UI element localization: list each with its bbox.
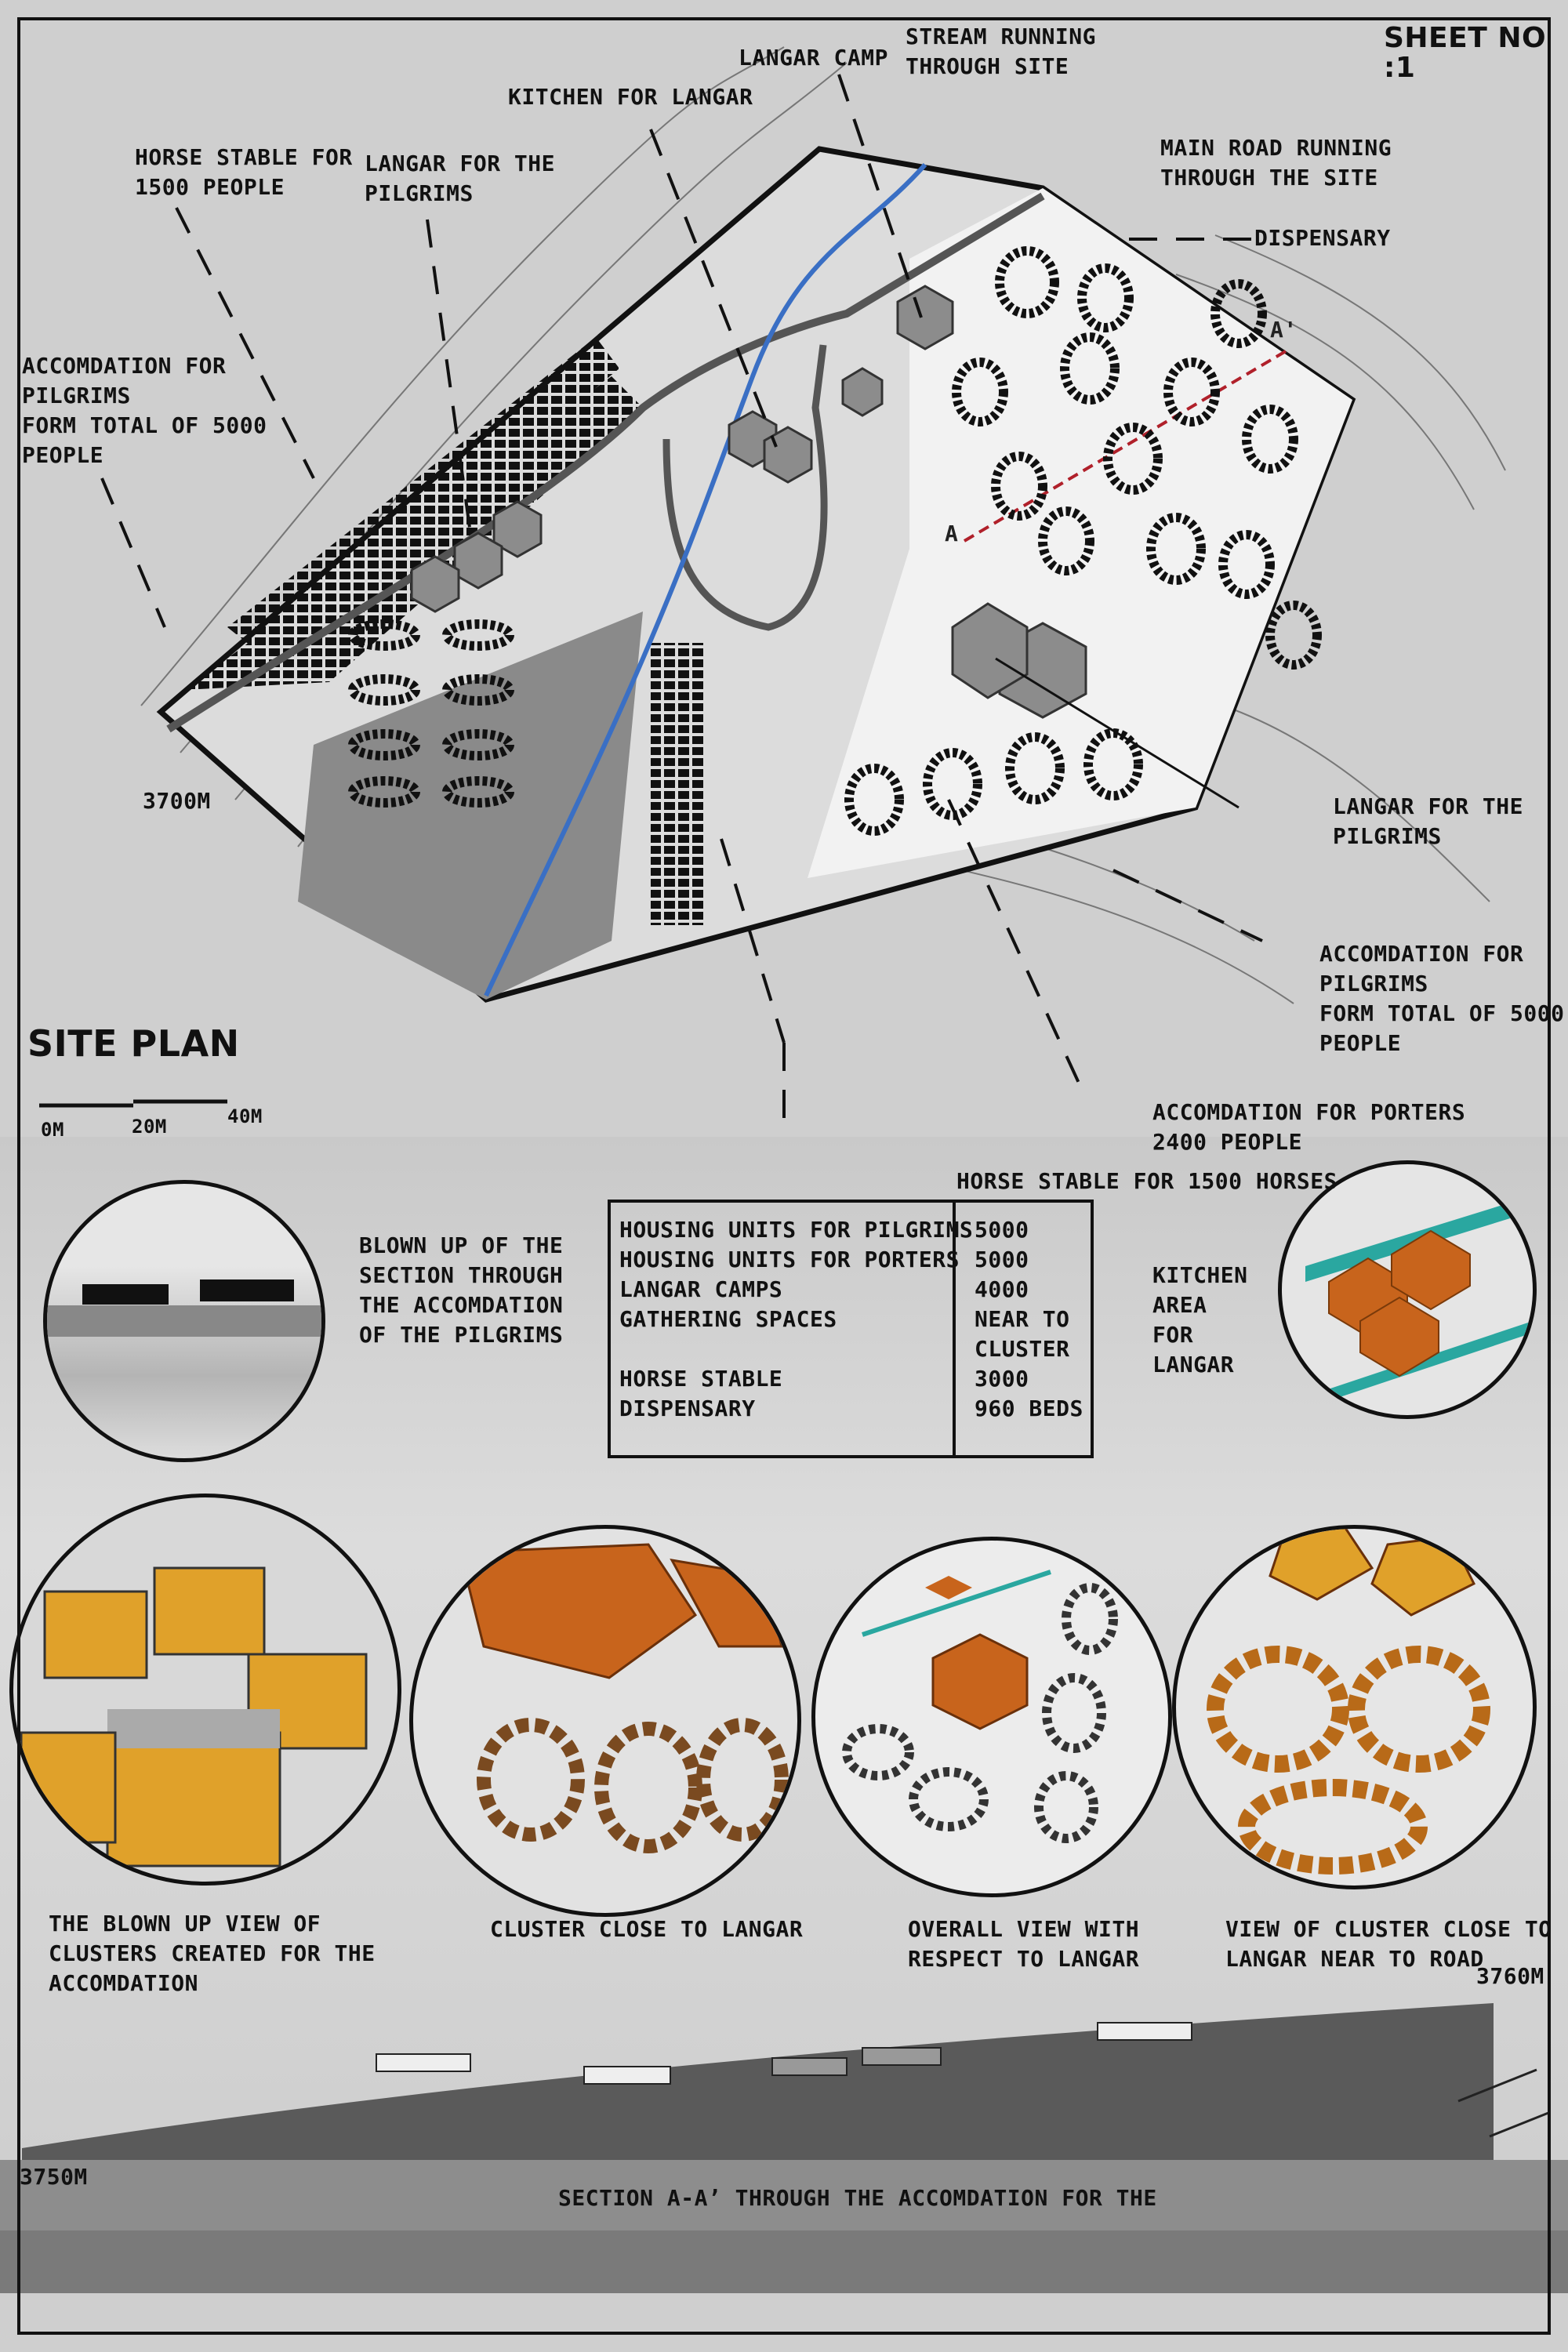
langar-right-leader (995, 657, 1240, 809)
caption-blown-cluster: THE BLOWN UP VIEW OF CLUSTERS CREATED FO… (49, 1911, 376, 1996)
blown-cluster-circle (9, 1494, 401, 1886)
label-stream: STREAM RUNNING THROUGH SITE (906, 24, 1097, 79)
sheet-frame (17, 17, 1551, 2335)
site-plan-title: SITE PLAN (27, 1022, 240, 1065)
table-items: HOUSING UNITS FOR PILGRIMS HOUSING UNITS… (619, 1217, 974, 1421)
label-langar-camp: LANGAR CAMP (739, 45, 888, 71)
leader-lines (100, 74, 1263, 1137)
label-main-road: MAIN ROAD RUNNING THROUGH THE SITE (1160, 135, 1392, 191)
caption-cluster-road: VIEW OF CLUSTER CLOSE TO LANGAR NEAR TO … (1225, 1916, 1552, 1972)
label-accom-right: ACCOMDATION FOR PILGRIMS FORM TOTAL OF 5… (1319, 941, 1565, 1056)
sheet-number: SHEET NO :1 (1384, 22, 1547, 84)
section-title: SECTION A-A’ THROUGH THE ACCOMDATION FOR… (558, 2185, 1157, 2211)
caption-overall-view: OVERALL VIEW WITH RESPECT TO LANGAR (908, 1916, 1140, 1972)
label-langar-right: LANGAR FOR THE PILGRIMS (1333, 793, 1524, 849)
kitchen-area-circle (1278, 1160, 1537, 1419)
scale-label-20: 20M (132, 1116, 167, 1138)
section-ground-band-lower (0, 2230, 1568, 2293)
label-elev-3750: 3750M (20, 2164, 88, 2190)
label-horse-stable-bottom: HORSE STABLE FOR 1500 HORSES (956, 1168, 1338, 1194)
label-langar-top: LANGAR FOR THE PILGRIMS (365, 151, 556, 206)
label-dispensary: DISPENSARY (1254, 225, 1391, 251)
label-accom-left: ACCOMDATION FOR PILGRIMS FORM TOTAL OF 5… (22, 353, 267, 468)
section-line-aa (963, 347, 1291, 543)
scale-label-40: 40M (227, 1105, 263, 1127)
label-kitchen-area: KITCHEN AREA FOR LANGAR (1152, 1262, 1248, 1377)
label-elev-3700: 3700M (143, 788, 211, 814)
table-values: 5000 5000 4000 NEAR TO CLUSTER 3000 960 … (975, 1217, 1083, 1421)
label-elev-3760: 3760M (1476, 1963, 1544, 1989)
cluster-langar-circle (409, 1525, 801, 1917)
overall-view-circle (811, 1537, 1172, 1897)
main-road (166, 192, 1045, 733)
blown-section-circle (43, 1180, 325, 1462)
summary-table (608, 1200, 1094, 1458)
accommodation-clusters (348, 246, 1322, 836)
summary-table-divider (953, 1200, 956, 1458)
label-section-a: A (945, 521, 959, 546)
label-horse-stable-top: HORSE STABLE FOR 1500 PEOPLE (135, 144, 353, 200)
label-section-a-prime: A' (1270, 317, 1298, 343)
label-porters: ACCOMDATION FOR PORTERS 2400 PEOPLE (1152, 1099, 1466, 1155)
accommodation-zone (808, 188, 1352, 878)
cluster-road-circle (1172, 1525, 1537, 1889)
langar-hexagons (410, 285, 1087, 719)
scale-label-0: 0M (41, 1119, 64, 1141)
label-blown-section: BLOWN UP OF THE SECTION THROUGH THE ACCO… (359, 1232, 564, 1348)
caption-cluster-langar: CLUSTER CLOSE TO LANGAR (490, 1916, 804, 1942)
stream-line (484, 163, 927, 997)
site-plan-drawing (39, 46, 1506, 1137)
scale-bar (39, 1099, 227, 1108)
label-kitchen: KITCHEN FOR LANGAR (508, 84, 753, 110)
